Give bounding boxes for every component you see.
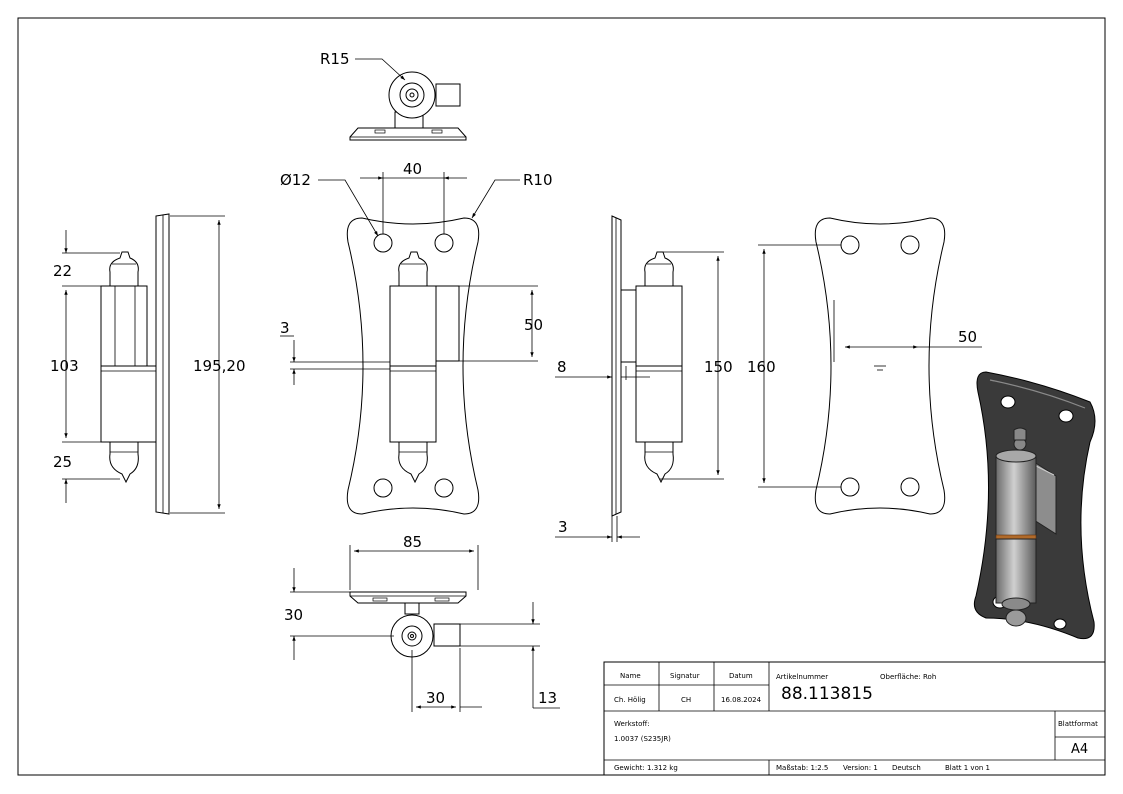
tb-gewicht: Gewicht: 1.312 kg: [614, 764, 678, 772]
tb-name-value: Ch. Hölig: [614, 696, 646, 704]
bottom-view: 85 30 30 13: [284, 533, 560, 712]
tb-werkstoff-value: 1.0037 (S235JR): [614, 735, 671, 743]
dim-40: 40: [403, 160, 422, 178]
sheet-border: [17, 17, 1106, 776]
front-view: 40 Ø12 R10 50 3: [280, 160, 553, 515]
tb-artikelnummer-value: 88.113815: [781, 684, 873, 704]
dim-3-thickness: 3: [558, 518, 568, 536]
tb-signatur-value: CH: [681, 696, 691, 704]
tb-datum-value: 16.08.2024: [721, 696, 762, 704]
dim-103: 103: [50, 357, 79, 375]
isometric-view: [973, 371, 1096, 640]
title-block: Name Signatur Datum Ch. Hölig CH 16.08.2…: [603, 661, 1106, 776]
dim-d12: Ø12: [280, 171, 311, 189]
iso-ring: [995, 534, 1037, 540]
dim-13: 13: [538, 689, 557, 707]
right-side-view: 150 8 3: [555, 215, 733, 542]
dim-r10: R10: [523, 171, 553, 189]
dim-30-horizontal: 30: [426, 689, 445, 707]
dim-25: 25: [53, 453, 72, 471]
top-view: R15: [320, 50, 467, 141]
tb-signatur-label: Signatur: [670, 672, 700, 680]
dim-8: 8: [557, 358, 567, 376]
dim-160: 160: [747, 358, 776, 376]
tb-werkstoff-label: Werkstoff:: [614, 720, 650, 728]
dim-22: 22: [53, 262, 72, 280]
tb-datum-label: Datum: [729, 672, 753, 680]
dim-30-vertical: 30: [284, 606, 303, 624]
dim-85: 85: [403, 533, 422, 551]
tb-version: Version: 1: [843, 764, 878, 772]
back-view: 160 50: [747, 217, 982, 515]
dim-150: 150: [704, 358, 733, 376]
dim-50-waist: 50: [958, 328, 977, 346]
tb-oberflaeche: Oberfläche: Roh: [880, 673, 936, 681]
tb-sprache: Deutsch: [892, 764, 921, 772]
left-side-view: 22 103 25 195,20: [50, 213, 246, 515]
tb-artikelnummer-label: Artikelnummer: [776, 673, 828, 681]
dim-3-gap: 3: [280, 319, 290, 337]
dim-50-front: 50: [524, 316, 543, 334]
dim-195-20: 195,20: [193, 357, 246, 375]
dim-r15: R15: [320, 50, 350, 68]
tb-blattformat-label: Blattformat: [1058, 720, 1098, 728]
tb-name-label: Name: [620, 672, 641, 680]
tb-blattformat-value: A4: [1071, 742, 1088, 757]
tb-blatt: Blatt 1 von 1: [945, 764, 990, 772]
tb-massstab: Maßstab: 1:2.5: [776, 764, 828, 772]
